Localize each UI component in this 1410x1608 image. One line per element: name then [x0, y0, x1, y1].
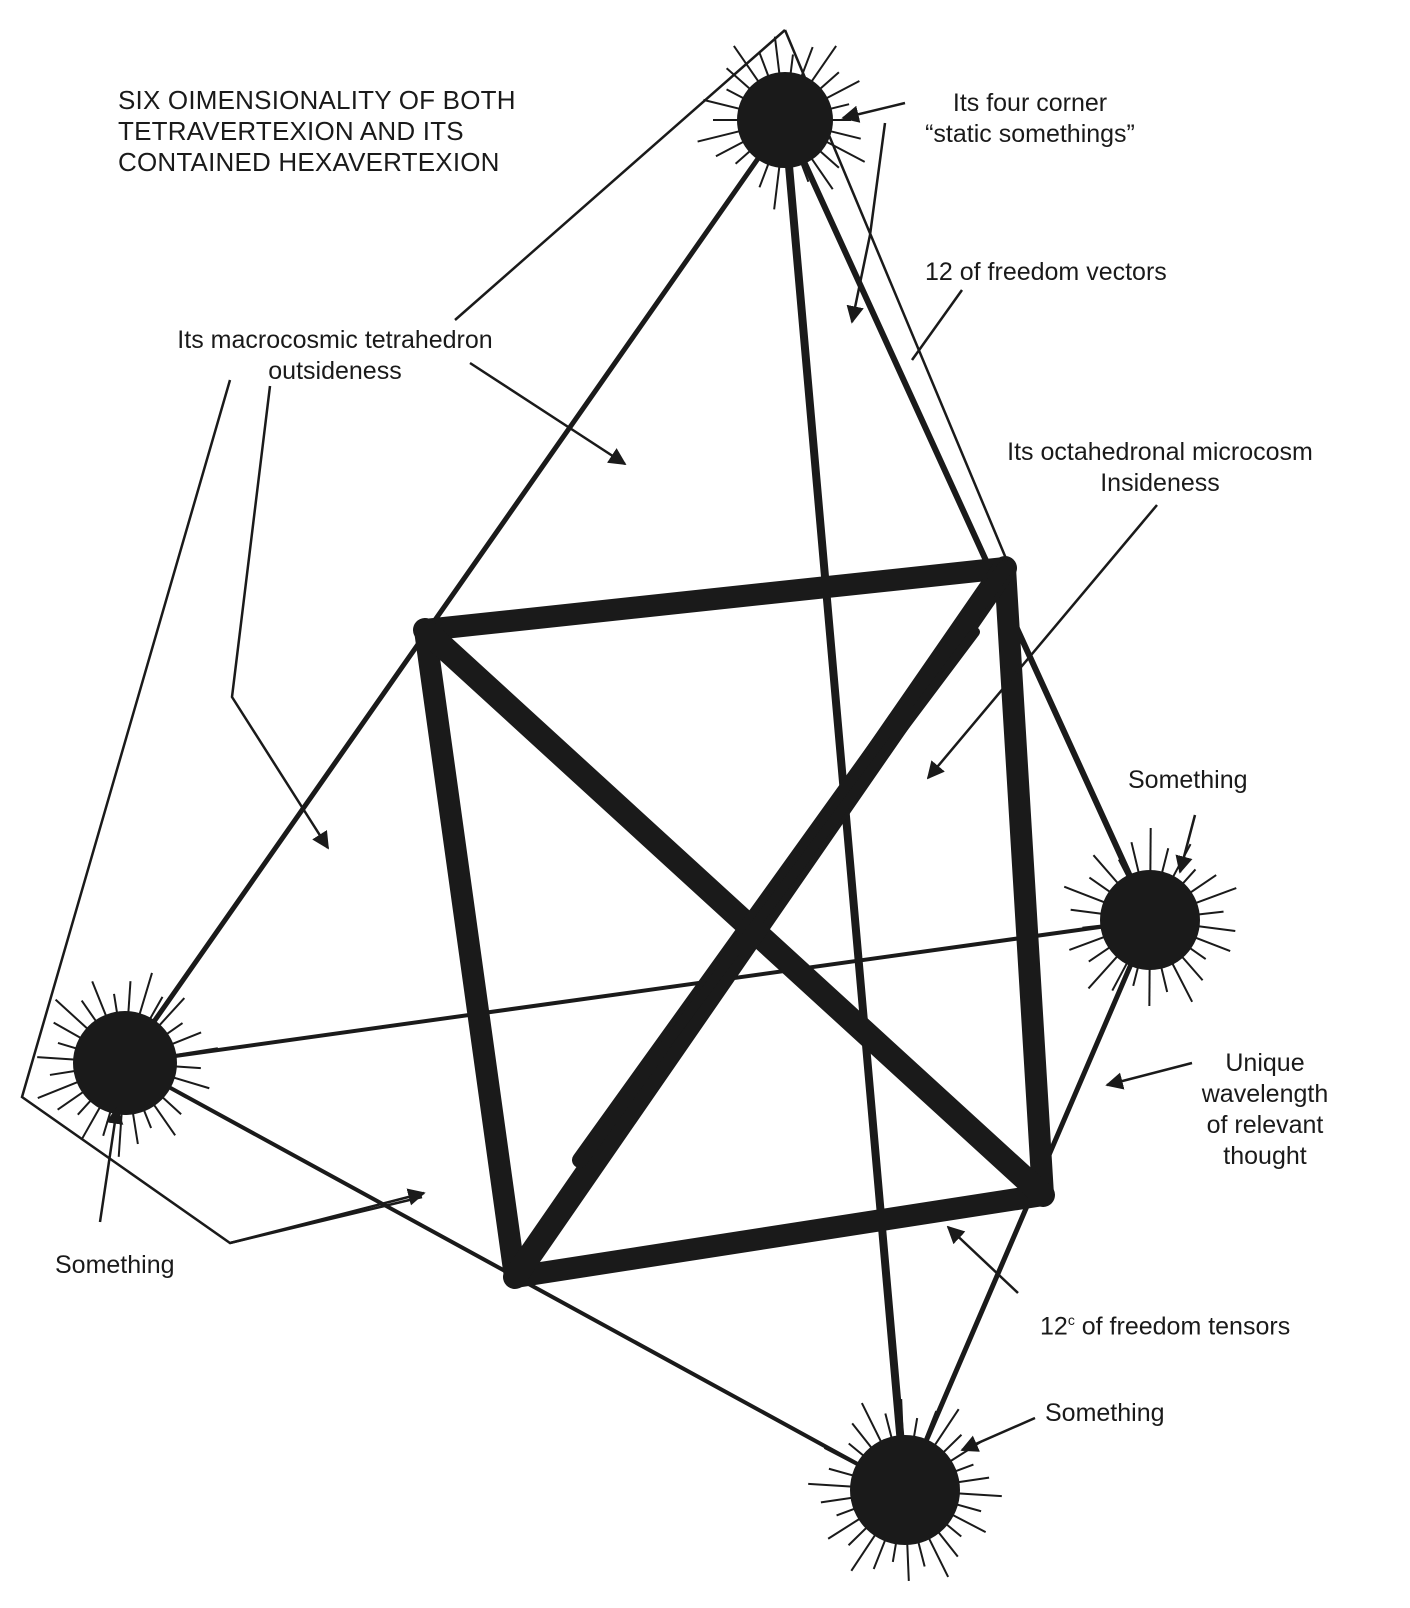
oct-inner-edge — [660, 627, 980, 1050]
arrow-octahedronal — [926, 504, 1158, 780]
macrocosmic-line-2: outsideness — [268, 357, 402, 385]
macrocosmic-line-1: Its macrocosmic tetrahedron — [177, 326, 493, 354]
leader-lines — [98, 101, 1197, 1452]
title-line-3: CONTAINED HEXAVERTEXION — [118, 147, 500, 177]
edge-top-right — [782, 117, 1153, 923]
octahedronal-line-2: Insideness — [1100, 469, 1220, 497]
outline-frame — [20, 379, 423, 1245]
label-wavelength: Unique wavelength of relevant thought — [1190, 1048, 1340, 1172]
title-line-1: SIX OIMENSIONALITY OF BOTH — [118, 85, 516, 115]
vertex-top-node — [697, 36, 866, 210]
label-macrocosmic: Its macrocosmic tetrahedron outsideness — [145, 325, 525, 387]
leader-freedom-vectors — [910, 289, 964, 361]
arrow-wavelength — [1105, 1061, 1193, 1090]
wavelength-line-4: thought — [1223, 1142, 1307, 1170]
freedom-tensors-text: of freedom tensors — [1074, 1312, 1291, 1341]
outline-apex-left — [454, 29, 786, 321]
arrow-freedom-tensors — [946, 1225, 1019, 1294]
edge-top-left — [122, 117, 788, 1066]
four-corner-line-1: Its four corner — [952, 89, 1108, 117]
vertex-bottom-node — [808, 1399, 1002, 1581]
label-freedom-vectors: 12 of freedom vectors — [925, 258, 1167, 286]
octahedronal-line-1: Its octahedronal microcosm — [1007, 438, 1313, 466]
label-octahedronal: Its octahedronal microcosm Insideness — [980, 437, 1340, 499]
octahedron-edges — [413, 556, 1055, 1289]
title-line-2: TETRAVERTEXION AND ITS — [118, 116, 464, 146]
vertex-left-node — [37, 972, 218, 1157]
label-something-left: Something — [55, 1251, 175, 1279]
diagram-title: SIX OIMENSIONALITY OF BOTH TETRAVERTEXIO… — [118, 85, 516, 178]
wavelength-line-1: Unique — [1225, 1049, 1305, 1077]
label-something-right: Something — [1128, 766, 1248, 794]
freedom-tensors-superscript: c — [1067, 1312, 1075, 1328]
arrow-bottom-tetra — [229, 1188, 426, 1245]
oct-diagonal-3 — [572, 560, 1013, 1168]
vertex-nodes — [37, 36, 1237, 1581]
wavelength-line-3: of relevant — [1206, 1111, 1324, 1139]
arrow-outsideness — [230, 385, 330, 850]
arrow-something-bottom — [960, 1416, 1036, 1452]
vertex-right-node — [1063, 827, 1237, 1007]
arrow-macrocosmic — [469, 361, 627, 466]
edge-left-right — [123, 918, 1152, 1065]
oct-diagonal-1 — [413, 618, 1055, 1207]
freedom-tensors-number: 12 — [1040, 1312, 1068, 1341]
wavelength-line-2: wavelength — [1201, 1080, 1329, 1108]
arrow-something-left — [98, 1106, 124, 1223]
four-corner-line-2: “static somethings” — [925, 120, 1135, 148]
label-freedom-tensors: 12c of freedom tensors — [1040, 1305, 1290, 1342]
arrow-something-right — [1175, 814, 1197, 874]
label-something-bottom: Something — [1045, 1399, 1165, 1427]
label-four-corner: Its four corner “static somethings” — [900, 88, 1160, 150]
arrow-four-corner-2 — [846, 122, 887, 324]
arrow-four-corner — [841, 101, 906, 123]
